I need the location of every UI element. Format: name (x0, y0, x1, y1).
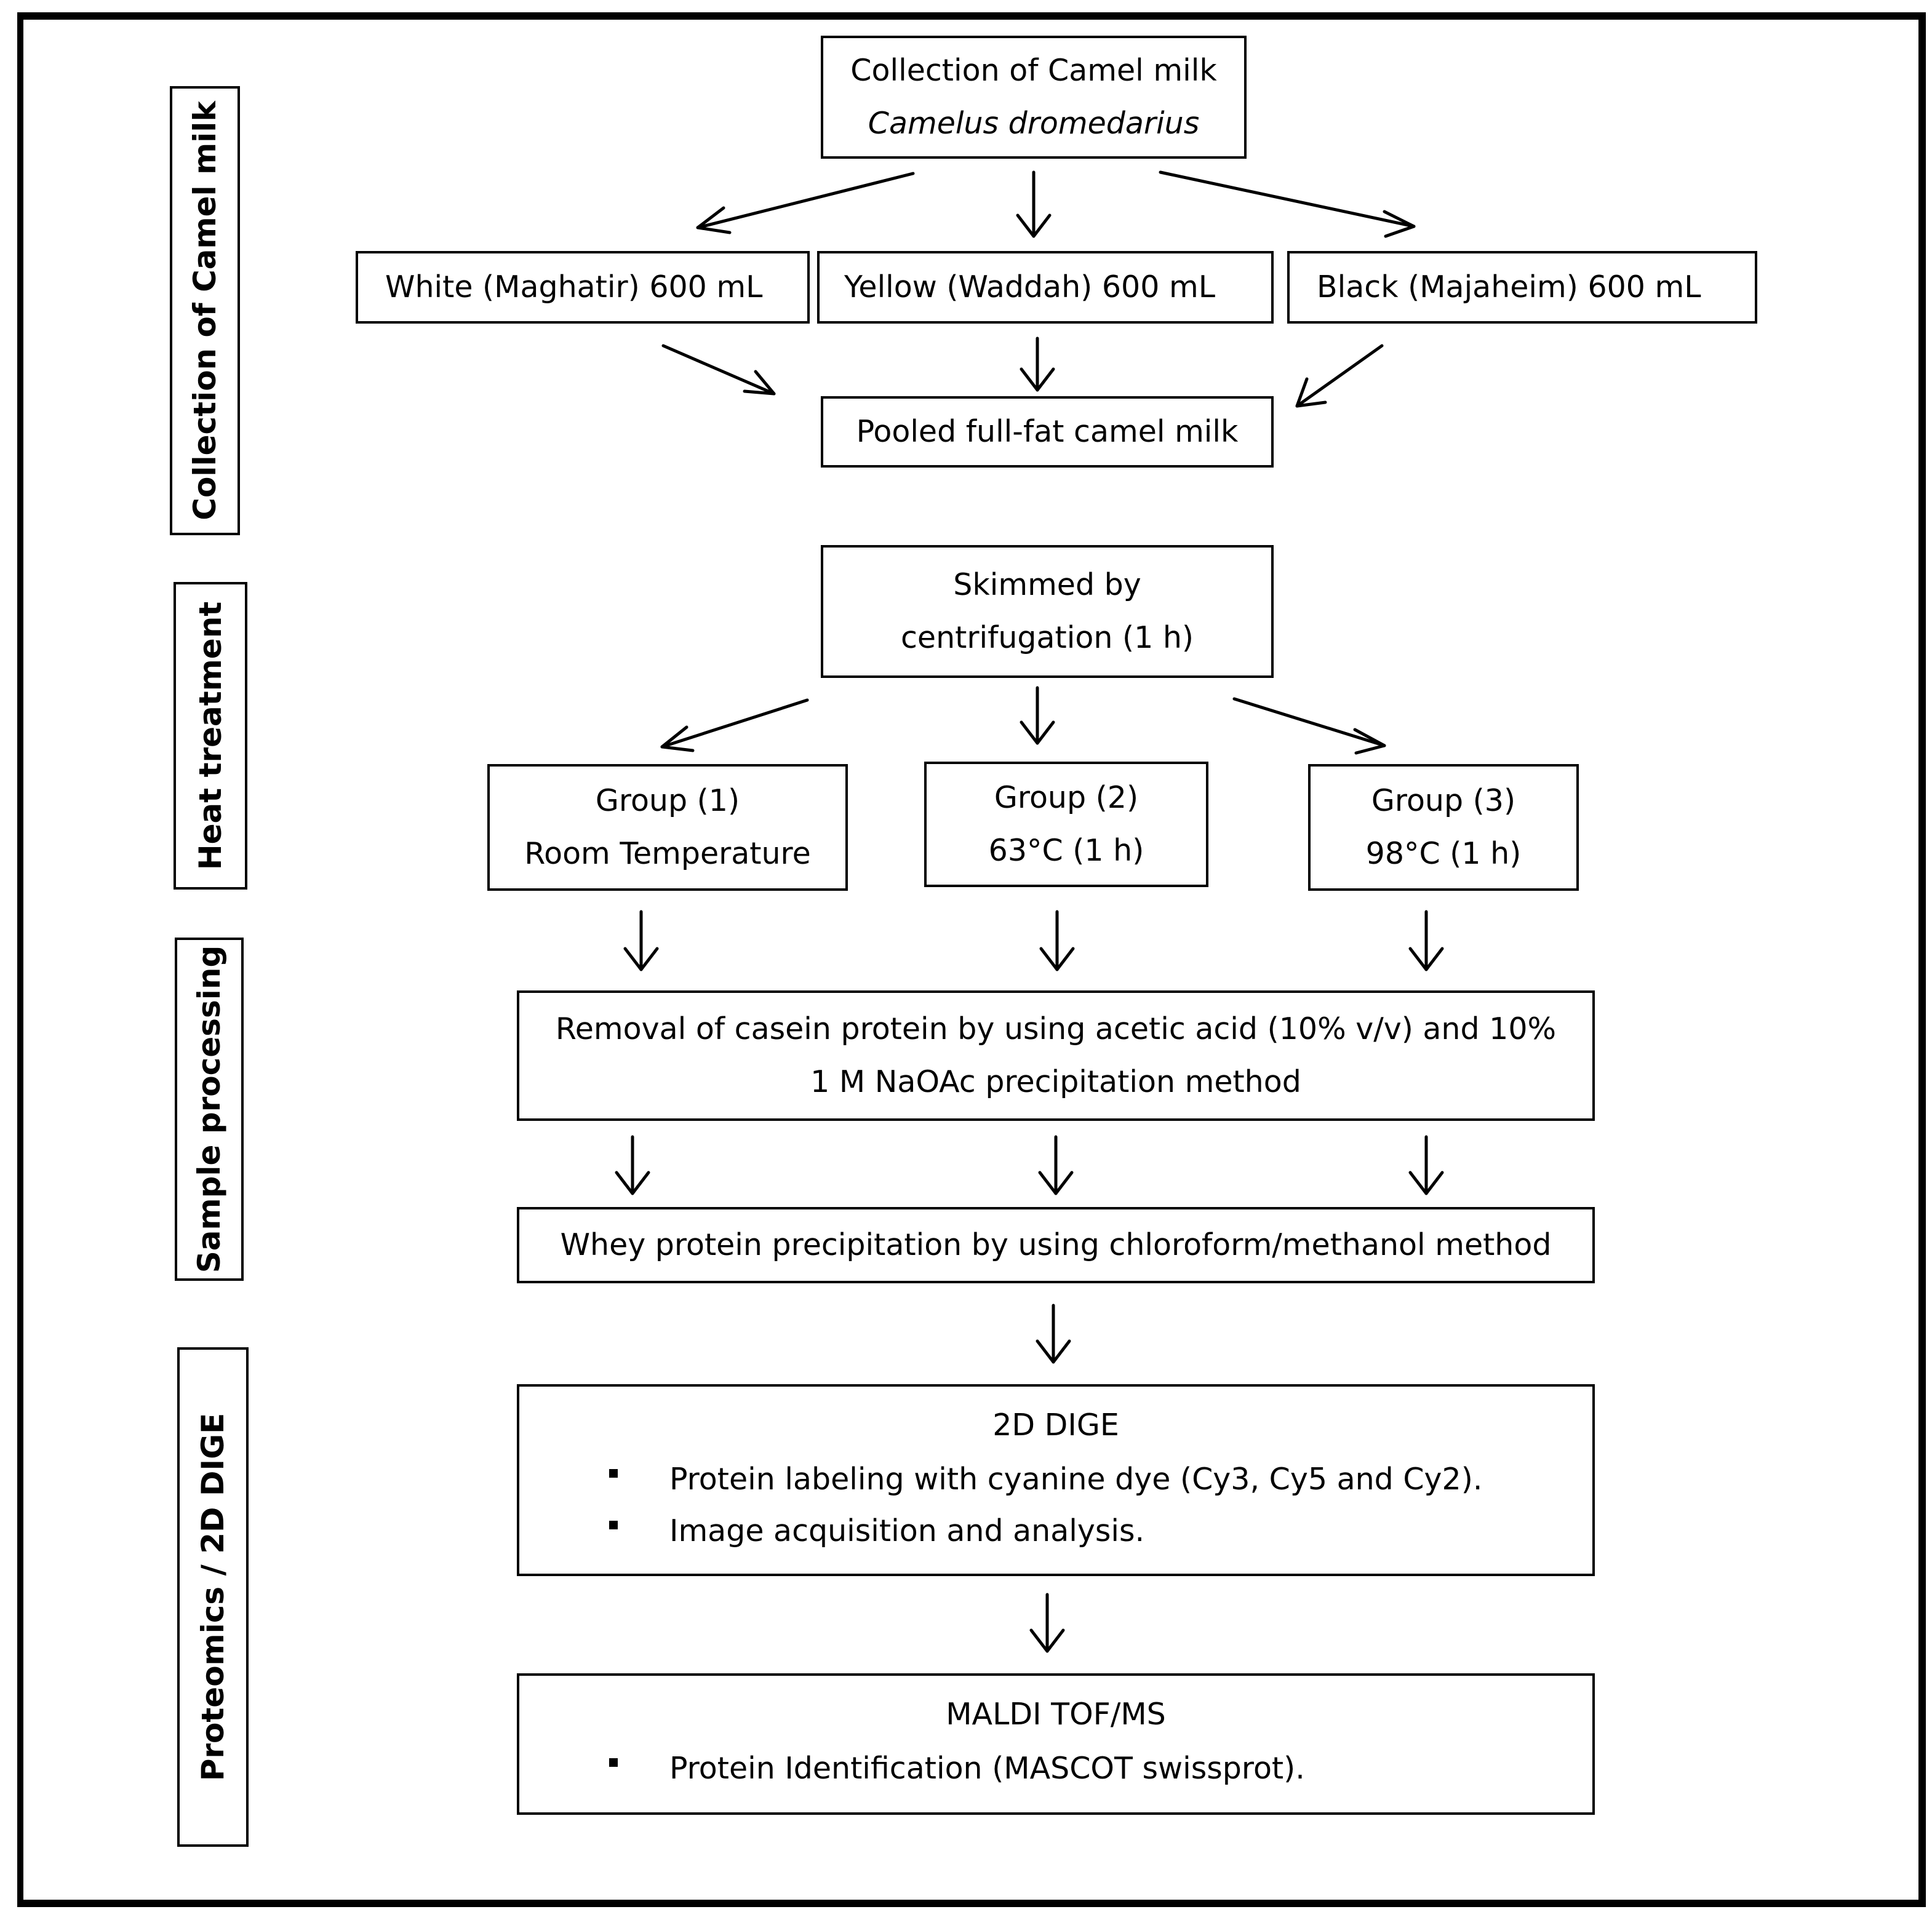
stage-sample-box: Sample processing (175, 938, 244, 1281)
stage-proteomics-box: Proteomics / 2D DIGE (177, 1347, 249, 1847)
arrow-casein-to-whey-center (1038, 1135, 1074, 1195)
breed-black-box: Black (Majaheim) 600 mL (1287, 251, 1757, 324)
arrow-skimmed-to-group-2 (1020, 686, 1055, 745)
pooled-label: Pooled full-fat camel milk (856, 414, 1239, 449)
skimmed-line2: centrifugation (1 h) (900, 620, 1194, 655)
arrow-whey-to-dige (1036, 1304, 1071, 1364)
group-2-name: Group (2) (994, 780, 1139, 815)
stage-collection-box: Collection of Camel milk (170, 86, 240, 535)
dige-box: 2D DIGE Protein labeling with cyanine dy… (517, 1384, 1595, 1576)
maldi-item-1: Protein Identification (MASCOT swissprot… (669, 1751, 1305, 1786)
collection-box: Collection of Camel milk Camelus dromeda… (821, 36, 1247, 159)
species-name: Camelus dromedarius (868, 106, 1200, 141)
casein-line2: 1 M NaOAc precipitation method (810, 1064, 1301, 1099)
dige-title: 2D DIGE (992, 1408, 1119, 1443)
arrow-casein-to-whey-right (1408, 1135, 1444, 1195)
arrow-group-2-to-casein (1039, 910, 1075, 971)
group-2-condition: 63°C (1 h) (988, 833, 1144, 868)
breed-white-label: White (Maghatir) 600 mL (385, 269, 763, 305)
whey-label: Whey protein precipitation by using chlo… (560, 1227, 1552, 1262)
breed-black-label: Black (Majaheim) 600 mL (1317, 269, 1701, 305)
group-3-box: Group (3) 98°C (1 h) (1308, 764, 1579, 891)
collection-title: Collection of Camel milk (850, 53, 1217, 88)
breed-white-box: White (Maghatir) 600 mL (356, 251, 810, 324)
arrow-yellow-to-pooled (1020, 337, 1055, 392)
arrow-skimmed-to-group-3 (1232, 697, 1386, 755)
stage-heat-box: Heat treatment (174, 582, 247, 890)
group-3-name: Group (3) (1371, 783, 1516, 818)
skimmed-box: Skimmed by centrifugation (1 h) (821, 545, 1274, 678)
arrow-casein-to-whey-left (615, 1135, 650, 1195)
arrow-black-to-pooled (1295, 344, 1384, 408)
maldi-bullet-1 (609, 1758, 618, 1767)
arrow-dige-to-maldi (1029, 1593, 1065, 1653)
casein-removal-box: Removal of casein protein by using aceti… (517, 990, 1595, 1121)
maldi-title: MALDI TOF/MS (946, 1697, 1166, 1732)
outer-frame (17, 12, 1926, 1907)
breed-yellow-box: Yellow (Waddah) 600 mL (817, 251, 1274, 324)
group-2-box: Group (2) 63°C (1 h) (924, 762, 1208, 887)
skimmed-line1: Skimmed by (953, 567, 1141, 602)
dige-item-1: Protein labeling with cyanine dye (Cy3, … (669, 1462, 1483, 1497)
dige-bullet-1 (609, 1469, 618, 1478)
maldi-box: MALDI TOF/MS Protein Identification (MAS… (517, 1673, 1595, 1815)
group-3-condition: 98°C (1 h) (1365, 836, 1522, 871)
group-1-condition: Room Temperature (524, 836, 811, 871)
arrow-group-1-to-casein (623, 910, 659, 971)
pooled-box: Pooled full-fat camel milk (821, 396, 1274, 468)
dige-item-2: Image acquisition and analysis. (669, 1513, 1145, 1548)
arrow-white-to-pooled (661, 344, 776, 396)
group-1-name: Group (1) (595, 783, 740, 818)
arrow-collection-to-white (696, 172, 915, 234)
dige-bullet-2 (609, 1521, 618, 1529)
casein-line1: Removal of casein protein by using aceti… (555, 1011, 1557, 1046)
group-1-box: Group (1) Room Temperature (487, 764, 848, 891)
arrow-collection-to-yellow (1016, 170, 1052, 238)
whey-box: Whey protein precipitation by using chlo… (517, 1207, 1595, 1283)
breed-yellow-label: Yellow (Waddah) 600 mL (844, 269, 1216, 305)
arrow-group-3-to-casein (1408, 910, 1444, 971)
arrow-skimmed-to-group-1 (660, 698, 809, 752)
arrow-collection-to-black (1159, 170, 1416, 238)
